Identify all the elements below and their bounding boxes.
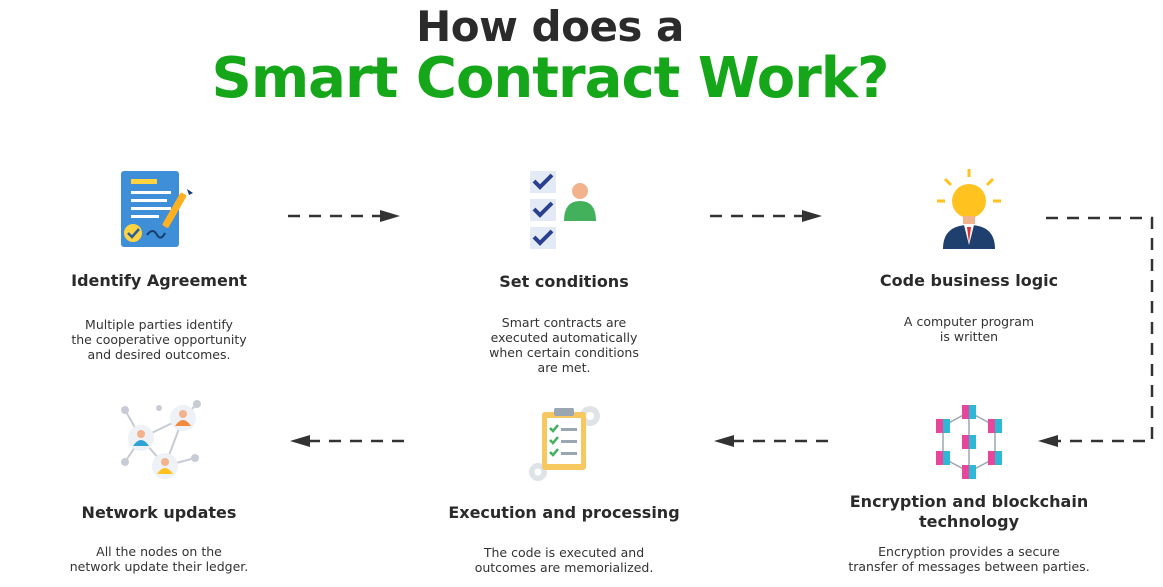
step-description: Encryption provides a secure transfer of…: [848, 544, 1090, 574]
step-description: All the nodes on the network update thei…: [69, 544, 249, 574]
blockchain-cubes-icon: [936, 405, 1002, 479]
network-nodes-icon: [121, 400, 201, 479]
lightbulb-person-icon: [937, 169, 1001, 249]
arrowhead-4: [714, 435, 734, 447]
step-description: The code is executed and outcomes are me…: [474, 545, 654, 575]
step-identify-agreement: Identify Agreement Multiple parties iden…: [29, 165, 289, 375]
agreement-document-icon: [121, 171, 193, 247]
arrow-3-to-4: [1046, 216, 1154, 443]
arrowhead-5: [290, 435, 310, 447]
arrowhead-2: [802, 210, 822, 222]
arrowhead-1: [380, 210, 400, 222]
step-set-conditions: Set conditions Smart contracts are execu…: [434, 165, 694, 380]
step-title: Set conditions: [499, 272, 629, 291]
step-encryption-blockchain: Encryption and blockchain technology Enc…: [839, 400, 1099, 580]
step-description: Smart contracts are executed automatical…: [489, 315, 639, 375]
step-description: Multiple parties identify the cooperativ…: [71, 317, 247, 362]
step-network-updates: Network updates All the nodes on the net…: [29, 400, 289, 580]
step-title: Encryption and blockchain technology: [849, 492, 1089, 531]
step-description: A computer program is written: [903, 314, 1035, 344]
step-title: Code business logic: [879, 271, 1059, 290]
step-code-business-logic: Code business logic A computer program i…: [839, 165, 1099, 365]
step-execution-processing: Execution and processing The code is exe…: [434, 400, 694, 580]
step-title: Execution and processing: [448, 503, 680, 522]
arrowhead-3: [1038, 435, 1058, 447]
title-line-1: How does a: [416, 2, 684, 51]
title-line-2: Smart Contract Work?: [211, 46, 889, 111]
step-title: Network updates: [81, 503, 237, 522]
step-title: Identify Agreement: [71, 271, 247, 290]
checklist-person-icon: [530, 171, 596, 249]
clipboard-gears-icon: [529, 406, 600, 481]
